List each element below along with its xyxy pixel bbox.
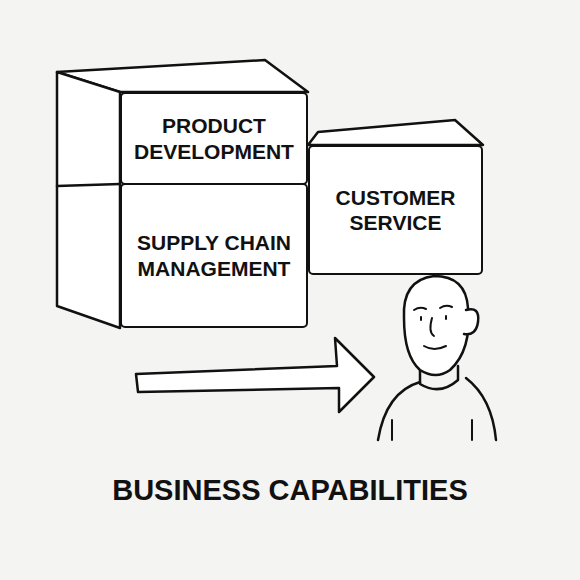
capability-block: SUPPLY CHAIN MANAGEMENT bbox=[120, 183, 308, 328]
person-head bbox=[404, 276, 469, 375]
person-body bbox=[378, 378, 496, 440]
capability-block: CUSTOMER SERVICE bbox=[308, 145, 483, 275]
capability-label: PRODUCT DEVELOPMENT bbox=[122, 107, 306, 169]
block-side-face bbox=[57, 72, 120, 328]
block-side-divider bbox=[57, 184, 120, 186]
diagram-title: BUSINESS CAPABILITIES bbox=[0, 474, 580, 507]
block-top-face bbox=[308, 120, 483, 145]
arrow-shape bbox=[136, 338, 374, 412]
capability-label: CUSTOMER SERVICE bbox=[310, 179, 481, 241]
person-face bbox=[392, 306, 472, 440]
person-ear bbox=[464, 309, 478, 334]
capability-label: SUPPLY CHAIN MANAGEMENT bbox=[122, 224, 306, 286]
capability-block: PRODUCT DEVELOPMENT bbox=[120, 92, 308, 185]
